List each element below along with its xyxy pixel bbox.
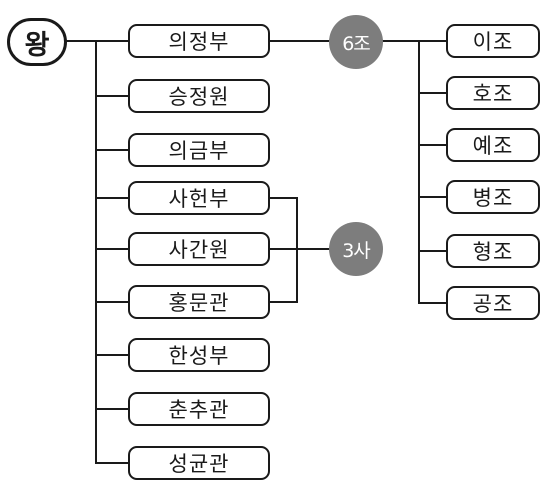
connector-three-offices-bracket (268, 197, 298, 199)
connector-trunk-to-ministry (418, 40, 448, 42)
connector-trunk-to-office (95, 149, 130, 151)
king-node: 왕 (7, 18, 67, 66)
connector-trunk-to-office (95, 95, 130, 97)
three-offices-label: 3사 (342, 239, 371, 262)
ministry-node-label: 예조 (472, 134, 514, 158)
connector-trunk-to-ministry (418, 92, 448, 94)
ministry-node-label: 형조 (472, 240, 514, 264)
connector-office-to-six-ministries (268, 40, 330, 42)
connector-trunk-to-ministry (418, 250, 448, 252)
king-node-label: 왕 (24, 29, 50, 61)
connector-trunk-to-ministry (418, 302, 448, 304)
office-node: 의금부 (128, 133, 270, 167)
connector-root-to-trunk (66, 40, 97, 42)
office-node: 홍문관 (128, 285, 270, 319)
ministry-node: 이조 (446, 24, 540, 58)
office-node-label: 사헌부 (168, 187, 230, 211)
ministry-node-label: 공조 (472, 292, 514, 316)
connector-six-ministries-to-trunk (382, 40, 420, 42)
connector-main-trunk (95, 40, 97, 464)
connector-trunk-to-office (95, 197, 130, 199)
office-node: 승정원 (128, 79, 270, 113)
ministry-node: 호조 (446, 76, 540, 110)
connector-trunk-to-ministry (418, 144, 448, 146)
connector-trunk-to-office (95, 248, 130, 250)
connector-trunk-to-office (95, 301, 130, 303)
ministry-node: 병조 (446, 180, 540, 214)
office-node: 의정부 (128, 24, 270, 58)
ministry-node-label: 호조 (472, 82, 514, 106)
connector-trunk-to-office (95, 462, 130, 464)
ministry-node: 예조 (446, 128, 540, 162)
office-node-label: 춘추관 (168, 398, 230, 422)
office-node-label: 승정원 (168, 85, 230, 109)
office-node: 한성부 (128, 338, 270, 372)
connector-trunk-to-ministry (418, 196, 448, 198)
office-node: 사헌부 (128, 181, 270, 215)
office-node-label: 의정부 (168, 30, 230, 54)
office-node-label: 사간원 (168, 238, 230, 262)
office-node-label: 의금부 (168, 139, 230, 163)
connector-three-offices-bracket (296, 197, 298, 303)
office-node-label: 한성부 (168, 344, 230, 368)
connector-ministries-trunk (418, 40, 420, 304)
three-offices-badge: 3사 (329, 222, 383, 276)
ministry-node: 형조 (446, 234, 540, 268)
six-ministries-badge: 6조 (329, 15, 383, 69)
office-node: 춘추관 (128, 392, 270, 426)
ministry-node-label: 이조 (472, 30, 514, 54)
office-node-label: 성균관 (168, 452, 230, 476)
connector-trunk-to-office (95, 408, 130, 410)
six-ministries-label: 6조 (342, 32, 371, 55)
connector-trunk-to-office (95, 354, 130, 356)
office-node-label: 홍문관 (168, 291, 230, 315)
connector-trunk-to-office (95, 40, 130, 42)
ministry-node: 공조 (446, 286, 540, 320)
ministry-node-label: 병조 (472, 186, 514, 210)
office-node: 사간원 (128, 232, 270, 266)
connector-three-offices-bracket (268, 248, 330, 250)
office-node: 성균관 (128, 446, 270, 480)
connector-three-offices-bracket (268, 301, 298, 303)
